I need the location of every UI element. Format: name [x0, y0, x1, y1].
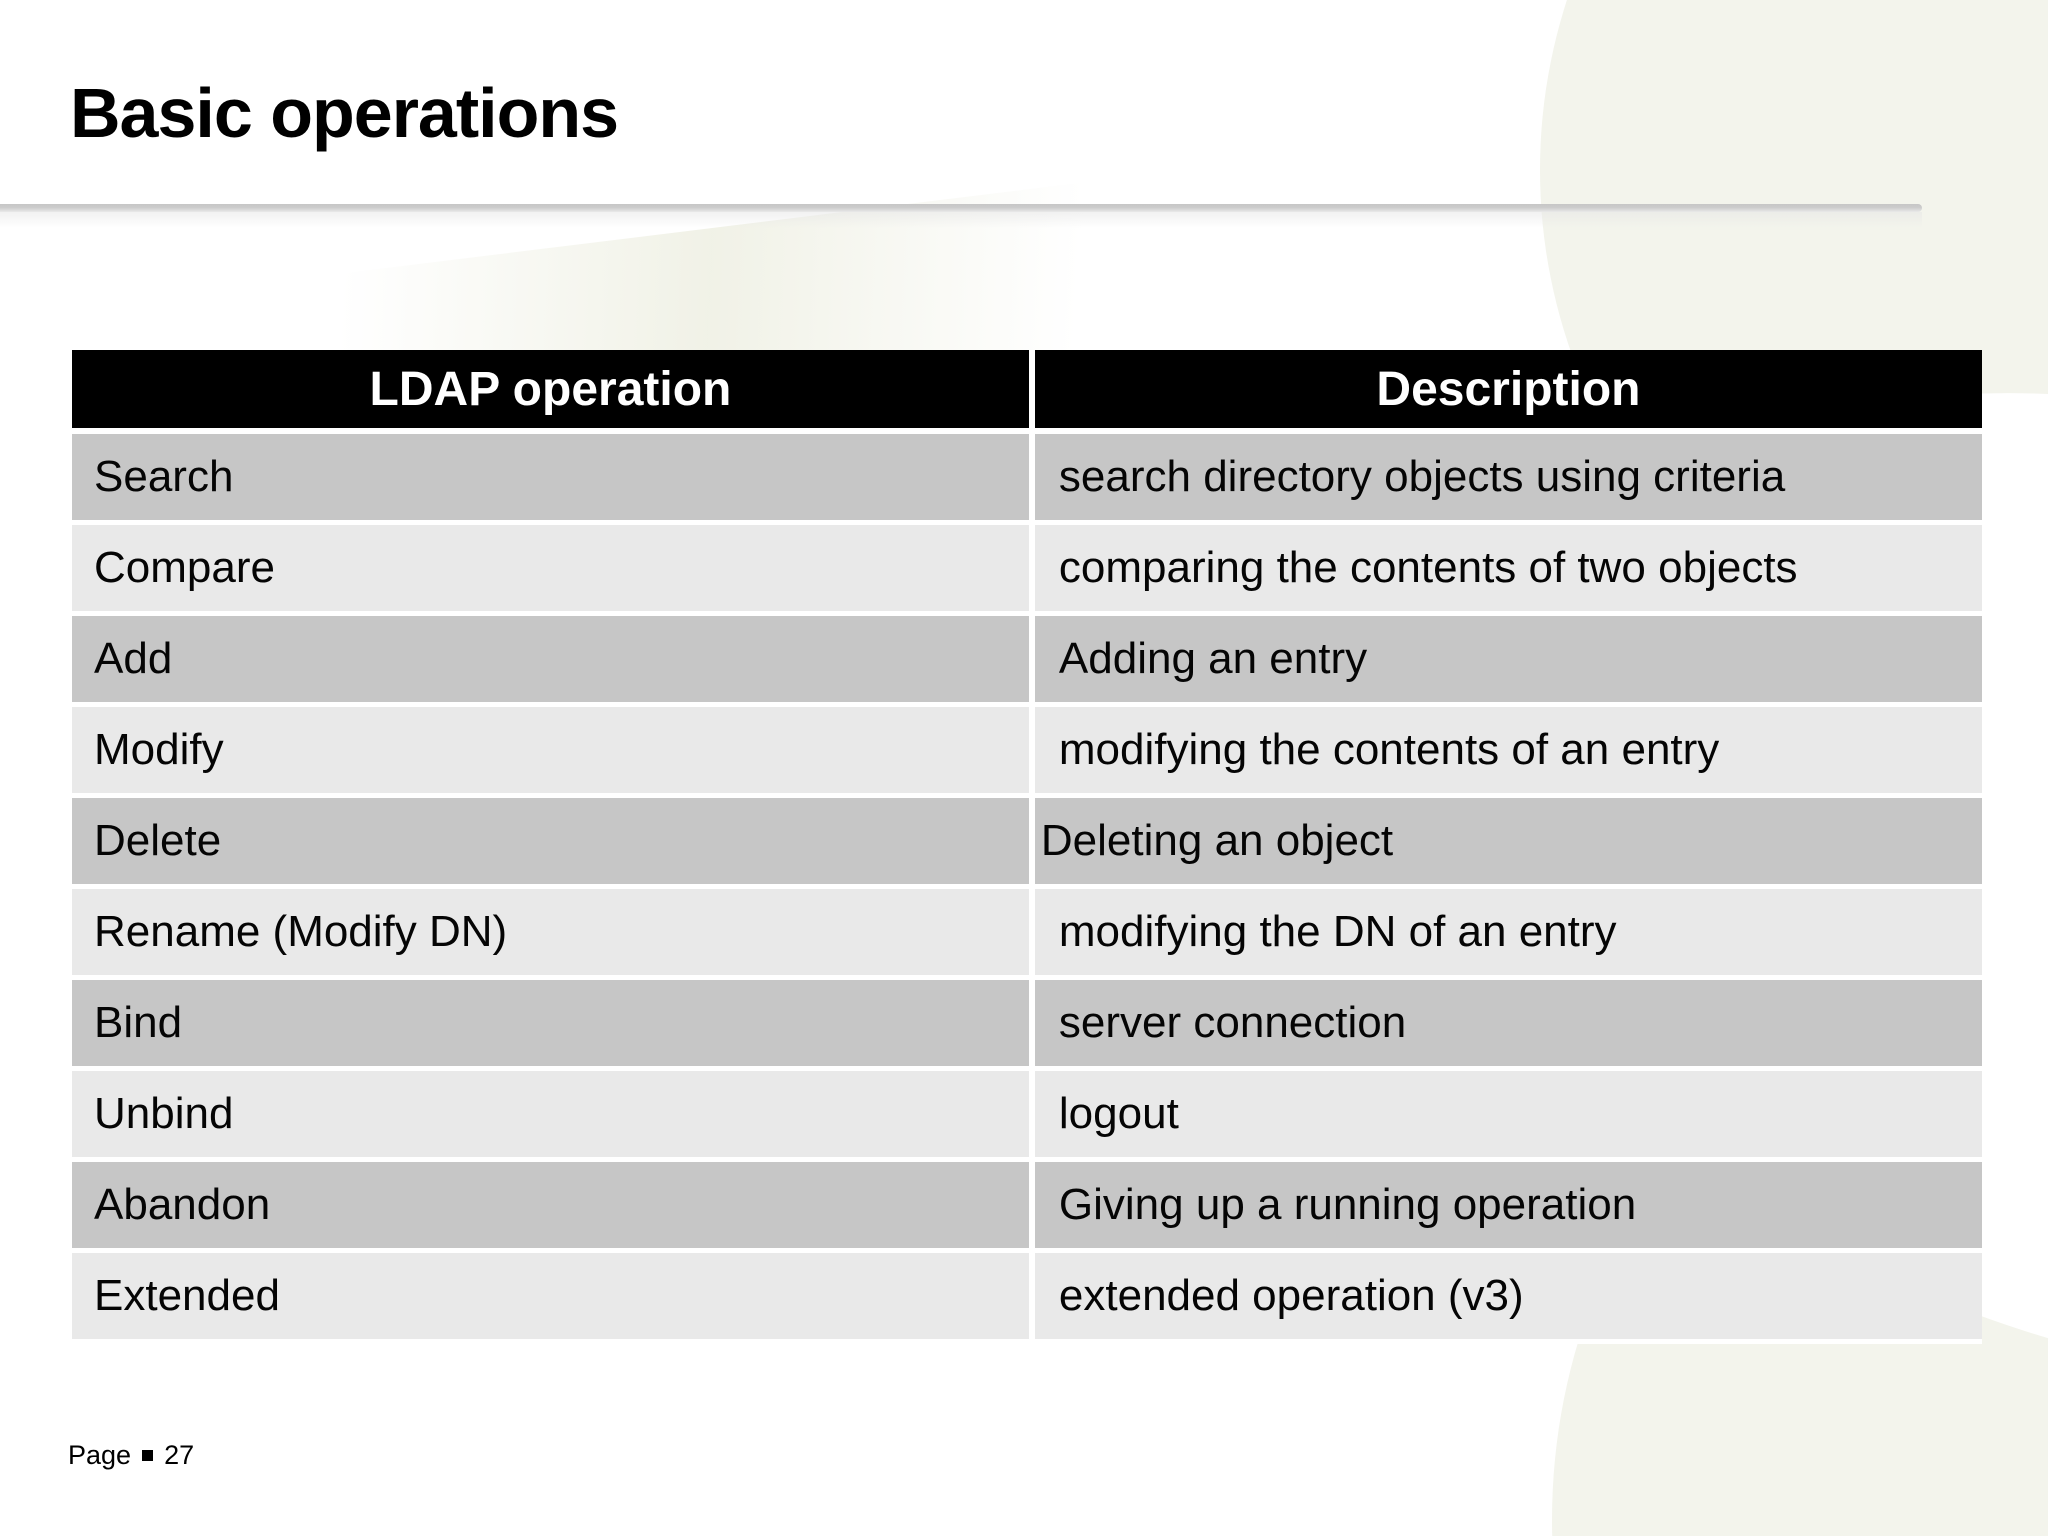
- table-header-row: LDAP operation Description: [72, 350, 1982, 434]
- description-cell: comparing the contents of two objects: [1031, 522, 1982, 616]
- operation-cell: Delete: [72, 795, 1035, 889]
- description-cell: search directory objects using criteria: [1031, 431, 1982, 525]
- title-divider-line: [0, 204, 1922, 228]
- description-cell: Deleting an object: [1031, 795, 1982, 889]
- page-footer-label: Page: [68, 1440, 132, 1470]
- description-cell: logout: [1031, 1068, 1982, 1162]
- ldap-operations-table: LDAP operation Description Search search…: [72, 350, 1982, 1344]
- page-footer-number: 27: [164, 1440, 195, 1470]
- operation-cell: Bind: [72, 977, 1035, 1071]
- slide-title: Basic operations: [70, 74, 619, 152]
- footer-bullet-icon: [142, 1450, 154, 1461]
- table-row: Add Adding an entry: [72, 613, 1982, 707]
- operation-cell: Abandon: [72, 1159, 1035, 1253]
- page-footer: Page 27: [68, 1440, 194, 1471]
- description-cell: modifying the DN of an entry: [1031, 886, 1982, 980]
- table-row: Extended extended operation (v3): [72, 1250, 1982, 1344]
- table-row: Unbind logout: [72, 1068, 1982, 1162]
- operation-cell: Compare: [72, 522, 1035, 616]
- description-cell: Giving up a running operation: [1031, 1159, 1982, 1253]
- operation-cell: Unbind: [72, 1068, 1035, 1162]
- operation-cell: Add: [72, 613, 1035, 707]
- operation-cell: Rename (Modify DN): [72, 886, 1035, 980]
- table-row: Search search directory objects using cr…: [72, 431, 1982, 525]
- table-row: Delete Deleting an object: [72, 795, 1982, 889]
- table-row: Rename (Modify DN) modifying the DN of a…: [72, 886, 1982, 980]
- table-row: Compare comparing the contents of two ob…: [72, 522, 1982, 616]
- description-cell: modifying the contents of an entry: [1031, 704, 1982, 798]
- description-cell: server connection: [1031, 977, 1982, 1071]
- operation-cell: Search: [72, 431, 1035, 525]
- column-header-description: Description: [1031, 350, 1982, 434]
- description-cell: extended operation (v3): [1031, 1250, 1982, 1344]
- operation-cell: Modify: [72, 704, 1035, 798]
- description-cell: Adding an entry: [1031, 613, 1982, 707]
- operation-cell: Extended: [72, 1250, 1035, 1344]
- table-row: Abandon Giving up a running operation: [72, 1159, 1982, 1253]
- column-header-ldap-operation: LDAP operation: [72, 350, 1035, 434]
- table-row: Bind server connection: [72, 977, 1982, 1071]
- table-row: Modify modifying the contents of an entr…: [72, 704, 1982, 798]
